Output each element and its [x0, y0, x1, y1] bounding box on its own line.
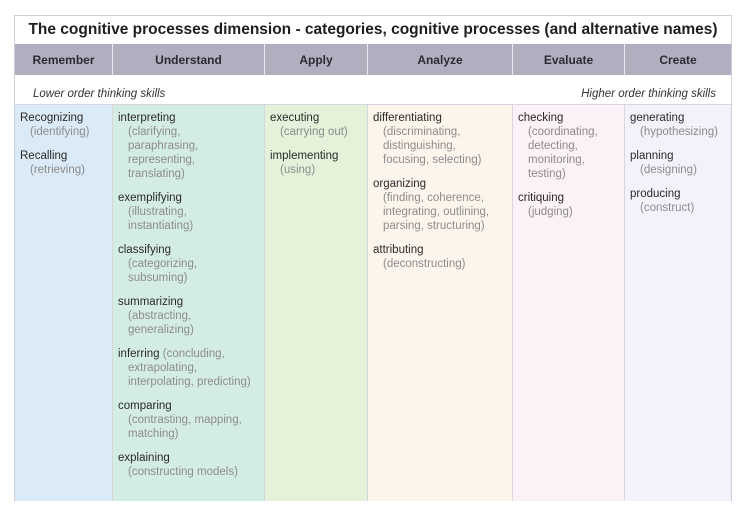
process-name: planning	[630, 150, 674, 162]
process-alt-name: generalizing)	[128, 324, 194, 336]
process-item: Recalling (retrieving)	[20, 149, 107, 177]
process-item: explaining (constructing models)	[118, 451, 259, 479]
column-analyze: differentiating (discriminating, distingui…	[368, 105, 513, 501]
process-item: summarizing (abstracting, generalizing)	[118, 295, 259, 337]
process-alt-inline: (concluding,	[159, 348, 225, 360]
process-item: attributing (deconstructing)	[373, 243, 507, 271]
process-alt-name: (illustrating,	[128, 206, 187, 218]
lower-order-label: Lower order thinking skills	[33, 88, 166, 100]
process-item: differentiating (discriminating, distingui…	[373, 111, 507, 167]
process-alt-name: paraphrasing,	[128, 140, 199, 152]
process-alt-name: (constructing models)	[128, 466, 238, 478]
column-apply: executing (carrying out) implementing (usin…	[265, 105, 368, 501]
process-name: critiquing	[518, 192, 565, 204]
process-name: comparing	[118, 400, 172, 412]
process-item: executing (carrying out)	[270, 111, 362, 139]
process-alt-name: (identifying)	[30, 126, 90, 138]
process-alt-name: (designing)	[640, 164, 697, 176]
header-apply: Apply	[265, 44, 368, 75]
column-understand: interpreting (clarifying, paraphrasing, rep…	[113, 105, 265, 501]
process-alt-name: (contrasting, mapping,	[128, 414, 242, 426]
table-title: The cognitive processes dimension - cate…	[28, 21, 718, 38]
process-name: checking	[518, 112, 564, 124]
header-row: Remember Understand Apply Analyze Evalua…	[15, 44, 731, 75]
column-evaluate: checking (coordinating, detecting, monitori…	[513, 105, 625, 501]
process-item: comparing (contrasting, mapping, matching)	[118, 399, 259, 441]
process-name: differentiating	[373, 112, 442, 124]
process-alt-name: (judging)	[528, 206, 573, 218]
process-item: implementing (using)	[270, 149, 362, 177]
process-alt-name: monitoring,	[528, 154, 585, 166]
process-alt-name: instantiating)	[128, 220, 194, 232]
process-name: Recalling	[20, 150, 68, 162]
header-understand: Understand	[113, 44, 265, 75]
process-item: producing (construct)	[630, 187, 726, 215]
process-item: Recognizing (identifying)	[20, 111, 107, 139]
column-create: generating (hypothesizing) planning (design…	[625, 105, 731, 501]
process-item: organizing (finding, coherence, integratin…	[373, 177, 507, 233]
header-analyze: Analyze	[368, 44, 513, 75]
process-alt-name: translating)	[128, 168, 185, 180]
process-name: executing	[270, 112, 320, 124]
process-alt-name: (hypothesizing)	[640, 126, 718, 138]
process-alt-name: representing,	[128, 154, 196, 166]
process-alt-name: (discriminating,	[383, 126, 461, 138]
process-alt-name: (deconstructing)	[383, 258, 466, 270]
process-alt-name: focusing, selecting)	[383, 154, 482, 166]
header-remember: Remember	[15, 44, 113, 75]
process-item: planning (designing)	[630, 149, 726, 177]
process-name: explaining	[118, 452, 170, 464]
process-name: producing	[630, 188, 681, 200]
process-name: summarizing	[118, 296, 184, 308]
column-remember: Recognizing (identifying) Recalling (retrie…	[15, 105, 113, 501]
process-item: critiquing (judging)	[518, 191, 619, 219]
process-item: checking (coordinating, detecting, monitori…	[518, 111, 619, 181]
process-alt-name: matching)	[128, 428, 179, 440]
process-alt-name: (carrying out)	[280, 126, 348, 138]
header-create: Create	[659, 52, 697, 67]
process-alt-name: (finding, coherence,	[383, 192, 485, 204]
process-name: implementing	[270, 150, 339, 162]
process-alt-name: (using)	[280, 164, 316, 176]
process-name: exemplifying	[118, 192, 182, 204]
process-name: Recognizing	[20, 112, 84, 124]
process-alt-name: parsing, structuring)	[383, 220, 485, 232]
process-name: generating	[630, 112, 685, 124]
process-alt-name: (abstracting,	[128, 310, 192, 322]
thinking-skills-band: Lower order thinking skills Higher order…	[15, 86, 731, 104]
higher-order-label: Higher order thinking skills	[581, 88, 716, 100]
process-name: interpreting	[118, 112, 176, 124]
process-alt-name: integrating, outlining,	[383, 206, 490, 218]
process-alt-name: subsuming)	[128, 272, 188, 284]
process-name: organizing	[373, 178, 427, 190]
process-alt-name: (clarifying,	[128, 126, 181, 138]
process-item: inferring (concluding, extrapolating, inte…	[118, 347, 259, 389]
process-columns: Recognizing (identifying) Recalling (retrie…	[15, 104, 731, 501]
process-name: attributing	[373, 244, 424, 256]
process-alt-name: detecting,	[528, 140, 578, 152]
process-item: classifying (categorizing, subsuming)	[118, 243, 259, 285]
process-alt-name: distinguishing,	[383, 140, 456, 152]
process-name: inferring	[118, 348, 160, 360]
process-alt-name: (retrieving)	[30, 164, 85, 176]
process-item: exemplifying (illustrating, instantiating)	[118, 191, 259, 233]
header-evaluate: Evaluate	[513, 44, 625, 75]
process-alt-name: testing)	[528, 168, 566, 180]
taxonomy-table: The cognitive processes dimension - cate…	[14, 15, 732, 501]
process-alt-name: (categorizing,	[128, 258, 198, 270]
process-item: generating (hypothesizing)	[630, 111, 726, 139]
process-alt-name: extrapolating,	[128, 362, 198, 374]
process-alt-name: interpolating, predicting)	[128, 376, 251, 388]
process-name: classifying	[118, 244, 172, 256]
process-alt-name: (construct)	[640, 202, 695, 214]
process-alt-name: (coordinating,	[528, 126, 598, 138]
process-item: interpreting (clarifying, paraphrasing, rep…	[118, 111, 259, 181]
